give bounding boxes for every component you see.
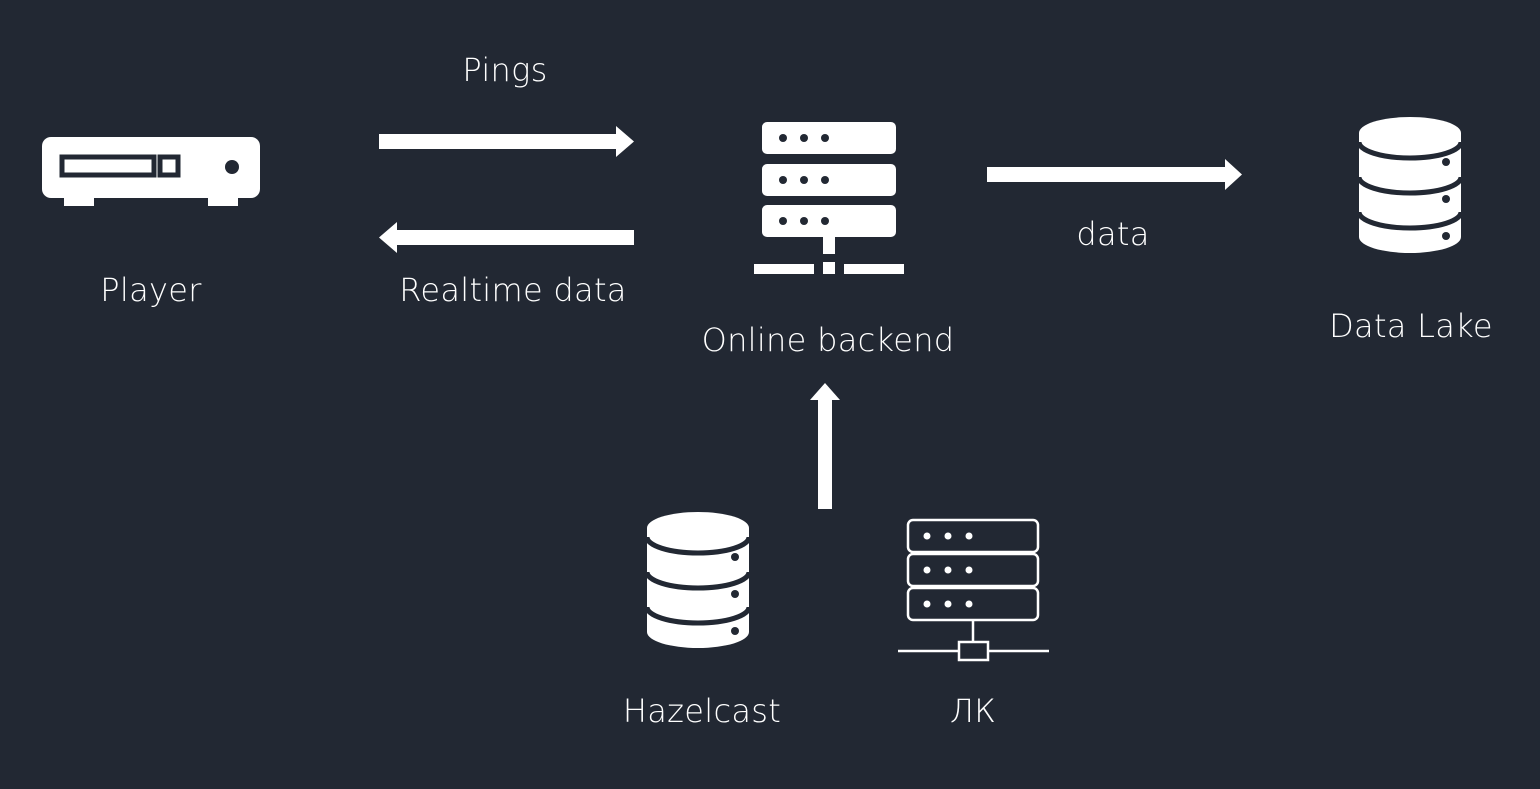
sources-arrow [810, 383, 840, 509]
server-icon [754, 122, 904, 274]
hazelcast-label: Hazelcast [622, 692, 782, 730]
server-outline-icon [898, 518, 1049, 662]
pings-arrow [379, 126, 634, 157]
data-label: data [1076, 215, 1150, 253]
lk-label: ЛК [949, 692, 997, 730]
pings-label: Pings [462, 51, 548, 89]
realtime-data-label: Realtime data [399, 271, 627, 309]
data-lake-label: Data Lake [1329, 307, 1493, 345]
player-label: Player [100, 271, 202, 309]
database-icon [1356, 117, 1464, 253]
realtime-data-arrow [379, 222, 634, 253]
set-top-box-icon [42, 137, 260, 206]
online-backend-label: Online backend [701, 321, 955, 359]
data-arrow [987, 159, 1242, 190]
hazelcast-database-icon [644, 512, 752, 648]
